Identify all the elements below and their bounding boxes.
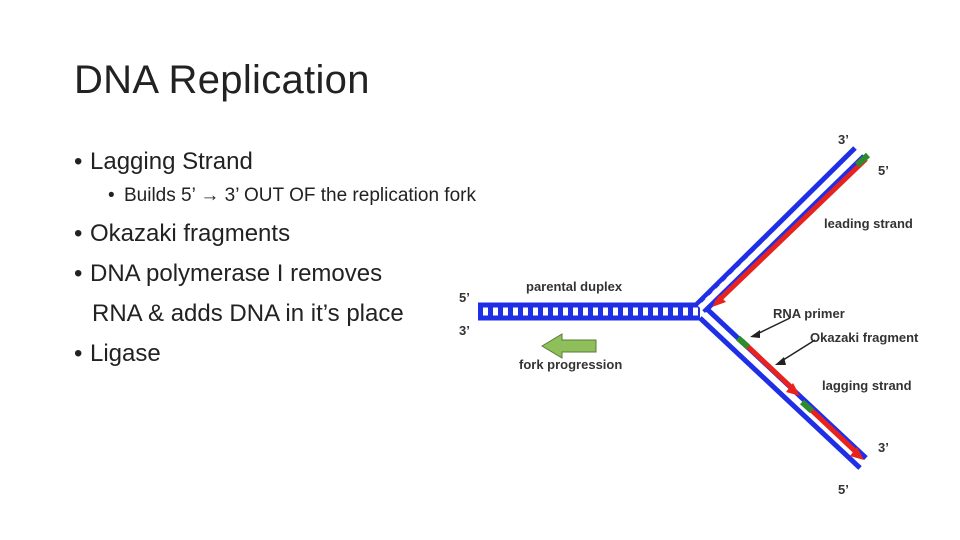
label-3prime-top: 3’ xyxy=(838,132,849,147)
okazaki-fragment-1 xyxy=(735,335,800,396)
fork-progression-arrow xyxy=(541,333,597,359)
label-lagging-strand: lagging strand xyxy=(822,378,912,393)
label-5prime-left: 5’ xyxy=(459,290,470,305)
rna-primer-pointer xyxy=(750,317,791,338)
label-fork-progression: fork progression xyxy=(519,357,622,372)
okazaki-fragment-2 xyxy=(799,399,864,460)
sub-bullet-builds: •Builds 5’ → 3’ OUT OF the replication f… xyxy=(108,185,476,206)
bullet-ligase: •Ligase xyxy=(74,340,161,367)
label-okazaki-fragment: Okazaki fragment xyxy=(810,330,919,345)
label-3prime-left: 3’ xyxy=(459,323,470,338)
label-rna-primer: RNA primer xyxy=(773,306,845,321)
label-leading-strand: leading strand xyxy=(824,216,913,231)
bullet-continuation: RNA & adds DNA in it’s place xyxy=(92,300,404,327)
okazaki-fragment-pointer xyxy=(775,339,816,365)
leading-strand-new xyxy=(712,152,871,307)
bullet-lagging-strand: •Lagging Strand xyxy=(74,148,253,175)
label-3prime-bottom: 3’ xyxy=(878,440,889,455)
parental-duplex xyxy=(478,302,700,321)
label-5prime-top: 5’ xyxy=(878,163,889,178)
label-5prime-bottom: 5’ xyxy=(838,482,849,497)
label-parental-duplex: parental duplex xyxy=(526,279,623,294)
bullet-okazaki: •Okazaki fragments xyxy=(74,220,291,247)
bullet-dna-polymerase: •DNA polymerase I removes xyxy=(74,260,383,287)
slide-title: DNA Replication xyxy=(74,58,370,102)
